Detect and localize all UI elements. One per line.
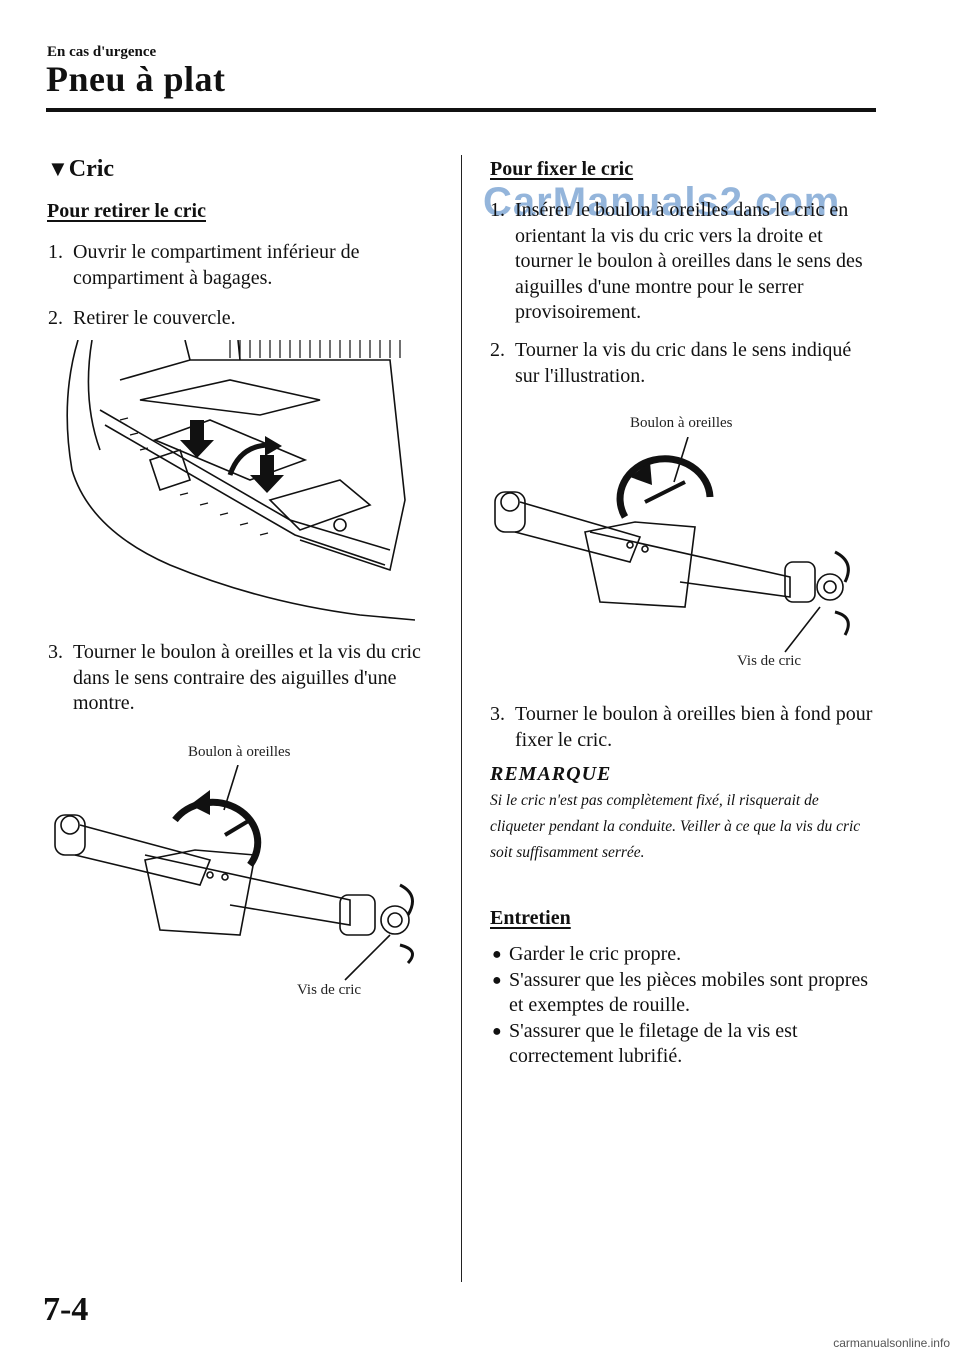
jack-tighten-illustration — [494, 437, 850, 653]
wing-bolt-label: Boulon à oreilles — [188, 744, 291, 760]
page-number: 7-4 — [43, 1291, 89, 1328]
page-title: Pneu à plat — [46, 59, 226, 99]
right-step-3: 3. Tourner le boulon à oreilles bien à f… — [490, 702, 880, 753]
header-rule — [46, 108, 876, 112]
step-number: 2. — [490, 339, 505, 361]
jack-loosen-illustration — [54, 765, 414, 981]
maintenance-list: ●Garder le cric propre. ●S'assurer que l… — [490, 942, 875, 1070]
step-number: 2. — [48, 307, 63, 329]
left-step-2: 2. Retirer le couvercle. — [48, 306, 448, 332]
footer-source[interactable]: carmanualsonline.info — [833, 1336, 950, 1350]
list-item: ●S'assurer que le filetage de la vis est… — [492, 1019, 798, 1068]
step-number: 3. — [48, 641, 63, 663]
step-text: Tourner le boulon à oreilles bien à fond… — [515, 703, 873, 751]
note-heading: REMARQUE — [490, 763, 612, 785]
triangle-marker-icon: ▼ — [47, 156, 69, 181]
right-step-2: 2. Tourner la vis du cric dans le sens i… — [490, 338, 880, 389]
wing-bolt-label: Boulon à oreilles — [630, 415, 733, 431]
step-text: Insérer le boulon à oreilles dans le cri… — [515, 199, 863, 323]
step-number: 3. — [490, 703, 505, 725]
watermark: CarManuals2.com — [483, 180, 841, 224]
step-number: 1. — [490, 199, 505, 221]
step-text: Tourner la vis du cric dans le sens indi… — [515, 339, 852, 387]
remove-heading: Pour retirer le cric — [47, 200, 206, 222]
left-step-3: 3. Tourner le boulon à oreilles et la vi… — [48, 640, 448, 717]
jack-screw-label: Vis de cric — [297, 982, 362, 998]
section-title-text: Cric — [68, 156, 115, 182]
step-text: Retirer le couvercle. — [73, 307, 236, 329]
jack-screw-label: Vis de cric — [737, 653, 802, 669]
list-item: ●S'assurer que les pièces mobiles sont p… — [492, 968, 869, 1017]
bullet-icon: ● — [492, 1022, 502, 1040]
step-number: 1. — [48, 241, 63, 263]
section-title: ▼Cric — [47, 156, 114, 183]
step-text: Tourner le boulon à oreilles et la vis d… — [73, 641, 421, 714]
fix-heading: Pour fixer le cric — [490, 158, 634, 180]
list-item: ●Garder le cric propre. — [490, 942, 875, 968]
trunk-compartment-illustration — [66, 340, 415, 621]
right-step-1: 1. Insérer le boulon à oreilles dans le … — [490, 198, 880, 326]
bullet-icon: ● — [492, 946, 502, 963]
breadcrumb: En cas d'urgence — [47, 44, 157, 60]
left-step-1: 1. Ouvrir le compartiment inférieur de c… — [48, 240, 448, 291]
maintenance-heading: Entretien — [490, 907, 571, 929]
note-text: Si le cric n'est pas complètement fixé, … — [490, 792, 861, 861]
step-text: Ouvrir le compartiment inférieur de comp… — [73, 241, 360, 289]
bullet-icon: ● — [492, 971, 502, 989]
column-divider — [461, 155, 462, 1282]
